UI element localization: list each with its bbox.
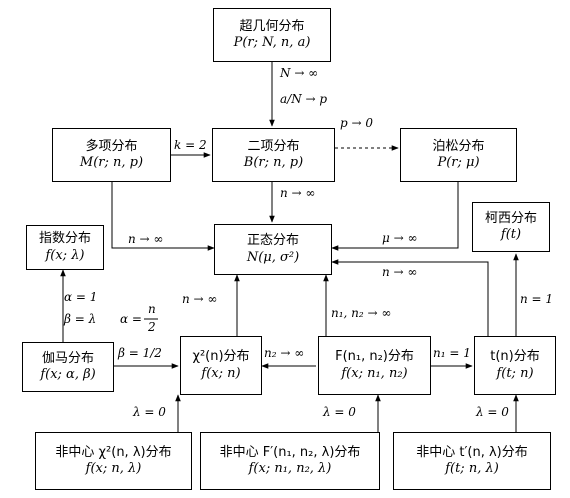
label-gamma-alpha: α = 1 [64,290,98,304]
node-formula: P(r; N, n, a) [233,35,311,50]
label-f-chi2: n₂ → ∞ [264,346,305,360]
node-noncentral-t: 非中心 t′(n, λ)分布 f(t; n, λ) [393,432,551,490]
fraction-bar [144,318,158,320]
node-binomial: 二项分布 B(r; n, p) [212,128,335,182]
edge-poisson-normal [331,182,459,251]
node-normal: 正态分布 N(μ, σ²) [214,224,332,275]
node-formula: f(t; n) [496,365,534,381]
node-title: 二项分布 [247,138,300,154]
node-formula: f(x; α, β) [40,367,96,382]
label-hyper-n: N → ∞ [280,66,319,80]
node-title: 伽马分布 [41,350,94,366]
label-chi2-normal: n → ∞ [182,292,218,306]
label-gamma-beta: β = λ [64,312,97,326]
edge-multinomial-normal [111,182,215,251]
label-gamma-alpha-den: 2 [148,320,156,334]
node-f-distribution: F(n₁, n₂)分布 f(x; n₁, n₂) [318,336,431,395]
node-cauchy: 柯西分布 f(t) [472,202,550,252]
label-ncf: λ = 0 [323,405,356,419]
label-gamma-chi2: β = 1/2 [118,346,162,360]
node-title: 正态分布 [246,233,299,249]
node-formula: f(x; n₁, n₂, λ) [248,461,332,476]
label-t-cauchy: n = 1 [520,292,554,306]
node-title: 非中心 χ²(n, λ)分布 [55,444,172,460]
node-title: 超几何分布 [239,18,305,34]
label-binom-poisson: p → 0 [340,116,373,130]
node-formula: f(t; n, λ) [445,461,499,476]
label-t-normal: n → ∞ [382,265,418,279]
label-f-normal: n₁, n₂ → ∞ [331,306,392,320]
node-title: t(n)分布 [490,349,540,365]
node-chi2: χ²(n)分布 f(x; n) [180,336,262,395]
node-gamma: 伽马分布 f(x; α, β) [22,342,114,392]
node-noncentral-chi2: 非中心 χ²(n, λ)分布 f(x; n, λ) [35,432,192,490]
node-formula: f(x; n₁, n₂) [341,365,408,381]
node-title: 非中心 F′(n₁, n₂, λ)分布 [219,444,361,460]
label-gamma-alpha-num: n [148,302,156,316]
node-title: 指数分布 [38,231,91,247]
node-formula: f(x; n) [201,365,241,381]
node-title: 多项分布 [85,138,138,154]
label-poisson-normal: μ → ∞ [382,231,418,245]
label-nct: λ = 0 [476,405,509,419]
node-formula: B(r; n, p) [243,155,304,170]
label-ncchi2: λ = 0 [133,405,166,419]
label-gamma-alpha-frac: α = [120,312,142,326]
node-formula: N(μ, σ²) [246,249,300,265]
node-formula: M(r; n, p) [79,155,144,170]
node-multinomial: 多项分布 M(r; n, p) [52,128,171,182]
node-formula: f(x; n, λ) [85,461,142,476]
node-formula: f(x; λ) [45,247,85,263]
node-title: F(n₁, n₂)分布 [335,349,414,365]
label-hyper-a: a/N → p [280,92,328,106]
node-t-distribution: t(n)分布 f(t; n) [474,336,556,395]
node-formula: P(r; μ) [437,155,480,170]
label-multinomial-normal: n → ∞ [128,232,164,246]
node-title: 泊松分布 [432,138,485,154]
node-title: 柯西分布 [484,210,537,226]
node-title: χ²(n)分布 [192,349,250,365]
label-t-f: n₁ = 1 [433,346,471,360]
node-formula: f(t) [500,227,522,242]
node-poisson: 泊松分布 P(r; μ) [400,128,517,182]
edge-t-normal [331,259,489,336]
label-binom-normal: n → ∞ [280,186,316,200]
node-noncentral-f: 非中心 F′(n₁, n₂, λ)分布 f(x; n₁, n₂, λ) [200,432,380,490]
node-hypergeometric: 超几何分布 P(r; N, n, a) [213,8,331,62]
node-exponential: 指数分布 f(x; λ) [26,225,104,270]
node-title: 非中心 t′(n, λ)分布 [416,444,528,460]
label-multinomial-binom: k = 2 [174,138,207,152]
